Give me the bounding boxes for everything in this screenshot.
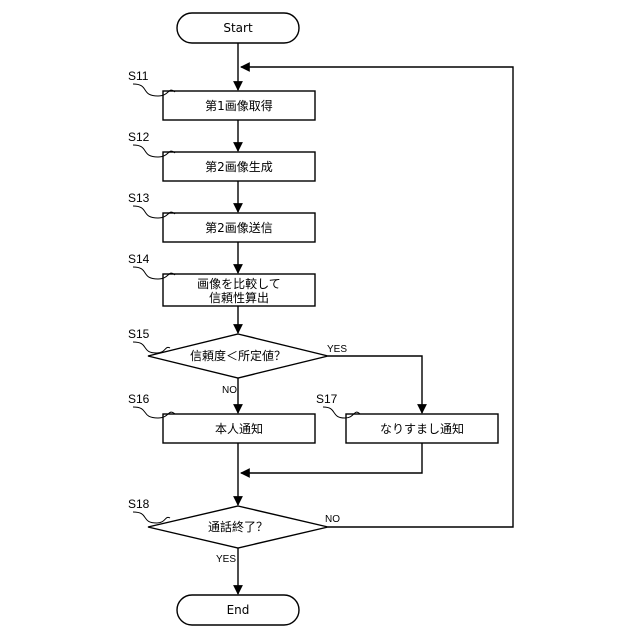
s16-step-label: S16 [128, 392, 150, 406]
s18-label: 通話終了？ [208, 519, 268, 534]
s12-label: 第2画像生成 [205, 160, 273, 174]
s14-label-line1: 画像を比較して [197, 276, 281, 291]
s16-label: 本人通知 [215, 422, 263, 436]
s14-label-line2: 信頼性算出 [209, 290, 269, 305]
process-s14: 画像を比較して 信頼性算出 [163, 274, 315, 306]
decision-s18: 通話終了？ [148, 506, 328, 548]
s15-no-label: NO [222, 385, 237, 396]
process-s16: 本人通知 [163, 414, 315, 443]
s18-yes-label: YES [216, 554, 236, 565]
end-label: End [227, 603, 250, 617]
start-label: Start [223, 21, 253, 35]
s18-leader [133, 512, 170, 523]
decision-s15: 信頼度＜所定値？ [148, 334, 328, 378]
s11-step-label: S11 [128, 69, 149, 83]
process-s13: 第2画像送信 [163, 213, 315, 242]
arrow-s15-yes [328, 356, 422, 413]
process-s11: 第1画像取得 [163, 91, 315, 120]
process-s12: 第2画像生成 [163, 152, 315, 181]
s17-label: なりすまし通知 [380, 422, 464, 436]
s13-step-label: S13 [128, 191, 150, 205]
start-terminal: Start [177, 13, 299, 43]
s13-label: 第2画像送信 [205, 220, 273, 235]
arrow-s17-merge [241, 443, 422, 473]
s15-label: 信頼度＜所定値？ [190, 348, 286, 363]
s17-step-label: S17 [316, 392, 338, 406]
s15-yes-label: YES [327, 344, 347, 355]
s18-step-label: S18 [128, 497, 150, 511]
s18-no-label: NO [325, 514, 340, 525]
s15-step-label: S15 [128, 327, 150, 341]
s11-label: 第1画像取得 [205, 98, 273, 113]
end-terminal: End [177, 595, 299, 625]
s12-step-label: S12 [128, 130, 150, 144]
process-s17: なりすまし通知 [346, 414, 498, 443]
s14-step-label: S14 [128, 252, 150, 266]
